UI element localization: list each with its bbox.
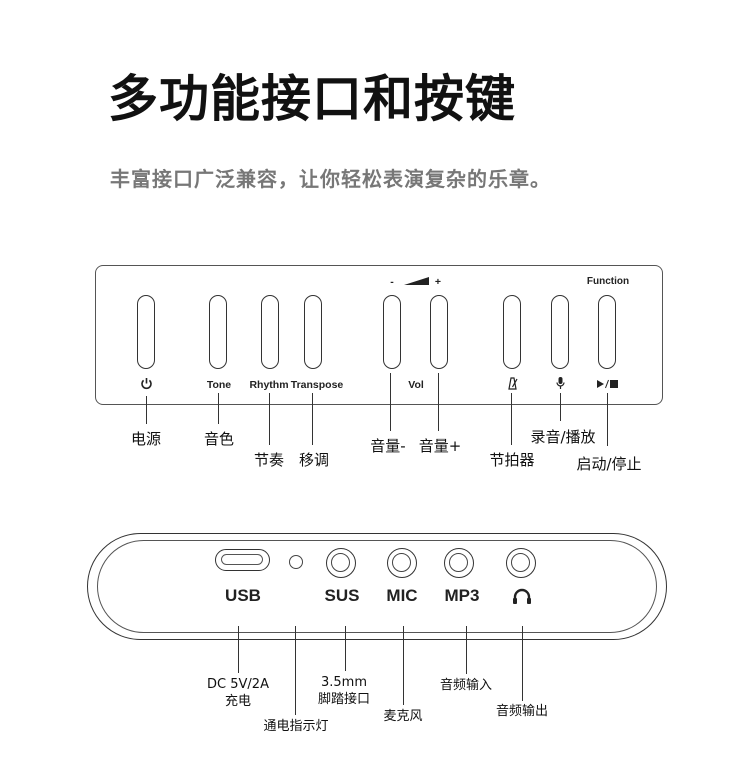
tone-button[interactable]	[209, 295, 227, 369]
metronome-icon	[508, 377, 518, 390]
transpose-callout: 移调	[298, 451, 330, 469]
power-icon	[141, 378, 152, 390]
vol-up-button[interactable]	[430, 295, 448, 369]
record-play-button[interactable]	[551, 295, 569, 369]
sus-label: SUS	[324, 586, 360, 605]
transpose-label: Transpose	[290, 379, 344, 391]
mic-icon	[556, 377, 565, 389]
usb-callout-line	[238, 626, 240, 673]
bottom-panel-bezel	[97, 540, 657, 633]
record-play-callout: 录音/播放	[530, 428, 596, 446]
bottom-panel	[87, 533, 667, 640]
transpose-button[interactable]	[304, 295, 322, 369]
volume-ramp-icon	[404, 277, 429, 285]
vol-label: Vol	[408, 379, 424, 391]
mic-callout-line	[403, 626, 405, 705]
start-stop-callout: 启动/停止	[576, 455, 642, 473]
headphone-jack[interactable]	[506, 548, 536, 578]
tone-callout-line	[218, 393, 220, 424]
vol-up-callout-line	[438, 373, 440, 431]
mic-jack[interactable]	[387, 548, 417, 578]
play-stop-icon	[597, 379, 618, 389]
headphone-callout: 音频输出	[495, 704, 549, 719]
vol-down-callout-line	[390, 373, 392, 431]
sus-callout-line2: 脚踏接口	[317, 692, 371, 707]
sus-callout: 3.5mm 脚踏接口	[318, 674, 370, 708]
vol-minus-label: -	[390, 276, 394, 288]
led-callout-line	[295, 626, 297, 715]
function-label: Function	[586, 276, 630, 287]
usb-callout-line2: 充电	[224, 694, 251, 709]
start-stop-callout-line	[607, 393, 609, 446]
usb-label: USB	[225, 586, 261, 605]
sus-jack[interactable]	[326, 548, 356, 578]
power-callout: 电源	[130, 430, 162, 448]
power-button[interactable]	[137, 295, 155, 369]
mp3-jack[interactable]	[444, 548, 474, 578]
top-panel	[95, 265, 663, 405]
led-callout: 通电指示灯	[263, 719, 329, 734]
sus-callout-line	[345, 626, 347, 671]
mp3-callout: 音频输入	[439, 678, 493, 693]
page-title: 多功能接口和按键	[108, 70, 516, 128]
rhythm-callout-line	[269, 393, 271, 445]
tone-label: Tone	[206, 379, 232, 391]
start-stop-button[interactable]	[598, 295, 616, 369]
usb-port[interactable]	[215, 549, 270, 571]
vol-down-callout: 音量-	[370, 437, 406, 455]
vol-up-callout: 音量+	[418, 437, 462, 455]
power-callout-line	[146, 396, 148, 424]
mp3-label: MP3	[444, 586, 480, 605]
mp3-callout-line	[466, 626, 468, 674]
mic-label: MIC	[386, 586, 418, 605]
metronome-callout: 节拍器	[489, 451, 535, 469]
metronome-callout-line	[511, 393, 513, 445]
headphone-callout-line	[522, 626, 524, 701]
usb-callout-line1: DC 5V/2A	[207, 677, 269, 692]
metronome-button[interactable]	[503, 295, 521, 369]
rhythm-callout: 节奏	[253, 451, 285, 469]
record-callout-line	[560, 393, 562, 421]
usb-callout: DC 5V/2A 充电	[207, 676, 269, 710]
tone-callout: 音色	[203, 430, 235, 448]
vol-down-button[interactable]	[383, 295, 401, 369]
headphone-icon	[513, 588, 531, 604]
sus-callout-line1: 3.5mm	[320, 675, 368, 690]
rhythm-label: Rhythm	[249, 379, 289, 391]
power-led	[289, 555, 303, 569]
rhythm-button[interactable]	[261, 295, 279, 369]
transpose-callout-line	[312, 393, 314, 445]
vol-plus-label: +	[434, 276, 442, 288]
mic-callout: 麦克风	[383, 709, 423, 724]
page-subtitle: 丰富接口广泛兼容，让你轻松表演复杂的乐章。	[110, 167, 551, 191]
